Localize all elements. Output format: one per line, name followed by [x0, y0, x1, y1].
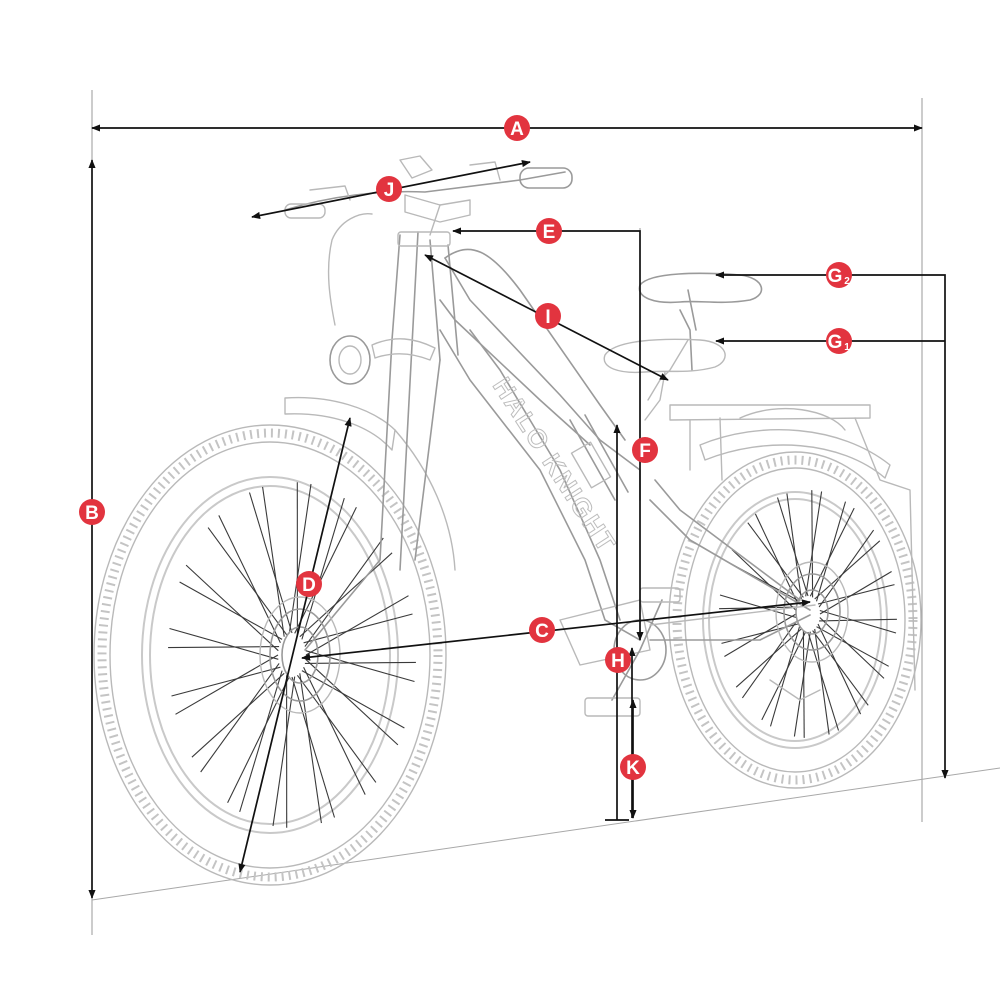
- wheel-spoke: [305, 595, 409, 656]
- badge-j-label: J: [384, 180, 395, 201]
- badge-h: H: [605, 647, 631, 673]
- dimension-lines: [88, 124, 949, 899]
- badge-d: D: [296, 571, 322, 597]
- rear-wheel: [668, 451, 922, 789]
- badge-g1-label: G: [828, 332, 843, 353]
- wheel-spoke: [299, 673, 322, 824]
- frame-branding-text: HALO KNIGHT: [487, 372, 622, 558]
- badge-j: J: [376, 176, 402, 202]
- wheel-spoke: [305, 658, 399, 746]
- wheel-spoke: [227, 676, 290, 804]
- headlight: [327, 213, 373, 385]
- wheel-spoke: [179, 581, 283, 640]
- badge-k: K: [620, 754, 646, 780]
- wheel-spoke: [805, 491, 823, 597]
- wheel-spoke: [262, 486, 285, 637]
- dim-line-e: [452, 227, 644, 641]
- wheel-spoke: [207, 527, 288, 636]
- badge-c: C: [529, 617, 555, 643]
- wheel-spoke: [304, 661, 416, 664]
- badge-b-label: B: [85, 503, 99, 524]
- front-fork: [304, 231, 459, 651]
- badge-k-label: K: [626, 758, 640, 779]
- dim-line-d: [238, 417, 352, 873]
- dim-line-g2: [715, 271, 949, 779]
- wheel-spoke: [239, 670, 283, 813]
- badge-g2: G 2: [826, 262, 852, 288]
- saddle-and-seatpost: [603, 272, 763, 421]
- wheel-spoke: [294, 506, 357, 634]
- main-frame: HALO KNIGHT: [439, 248, 811, 666]
- badge-b: B: [79, 499, 105, 525]
- wheel-spoke: [819, 618, 897, 622]
- badge-e-label: E: [543, 222, 556, 243]
- handlebar: [284, 155, 573, 236]
- wheel-spoke: [301, 497, 345, 640]
- wheel-spoke: [819, 609, 897, 634]
- badge-e: E: [536, 218, 562, 244]
- reference-guides: [91, 90, 1000, 935]
- badge-g1-subscript: 1: [844, 342, 850, 353]
- badge-d-label: D: [302, 575, 316, 596]
- wheel-spoke: [816, 626, 889, 667]
- badge-g2-label: G: [828, 266, 843, 287]
- badge-g1: G 1: [826, 328, 852, 354]
- wheel-spoke: [815, 501, 847, 602]
- wheel-spoke: [168, 646, 280, 649]
- wheel-spoke: [185, 564, 279, 652]
- wheel-spoke: [811, 490, 814, 598]
- badge-g2-subscript: 2: [844, 276, 850, 287]
- wheel-spoke: [291, 676, 336, 818]
- badge-i-label: I: [545, 307, 550, 328]
- badge-a: A: [504, 115, 530, 141]
- wheel-spoke: [296, 674, 377, 783]
- wheel-spoke: [175, 654, 279, 715]
- wheel-spoke: [747, 522, 804, 598]
- badge-f: F: [632, 437, 658, 463]
- wheel-spoke: [248, 492, 293, 634]
- bike-sketch: HALO KNIGHT: [93, 155, 922, 886]
- wheel-spoke: [776, 497, 809, 597]
- wheel-spoke: [169, 627, 279, 660]
- badge-i: I: [535, 303, 561, 329]
- front-wheel: [93, 424, 447, 886]
- wheel-spoke: [802, 630, 805, 738]
- badge-a-label: A: [510, 119, 524, 140]
- badge-c-label: C: [535, 621, 549, 642]
- dimension-badges: A B C D E F G 2 G 1: [79, 115, 852, 780]
- wheel-spoke: [817, 584, 895, 605]
- badge-f-label: F: [639, 441, 651, 462]
- badge-h-label: H: [611, 651, 625, 672]
- dim-line-c: [301, 599, 811, 661]
